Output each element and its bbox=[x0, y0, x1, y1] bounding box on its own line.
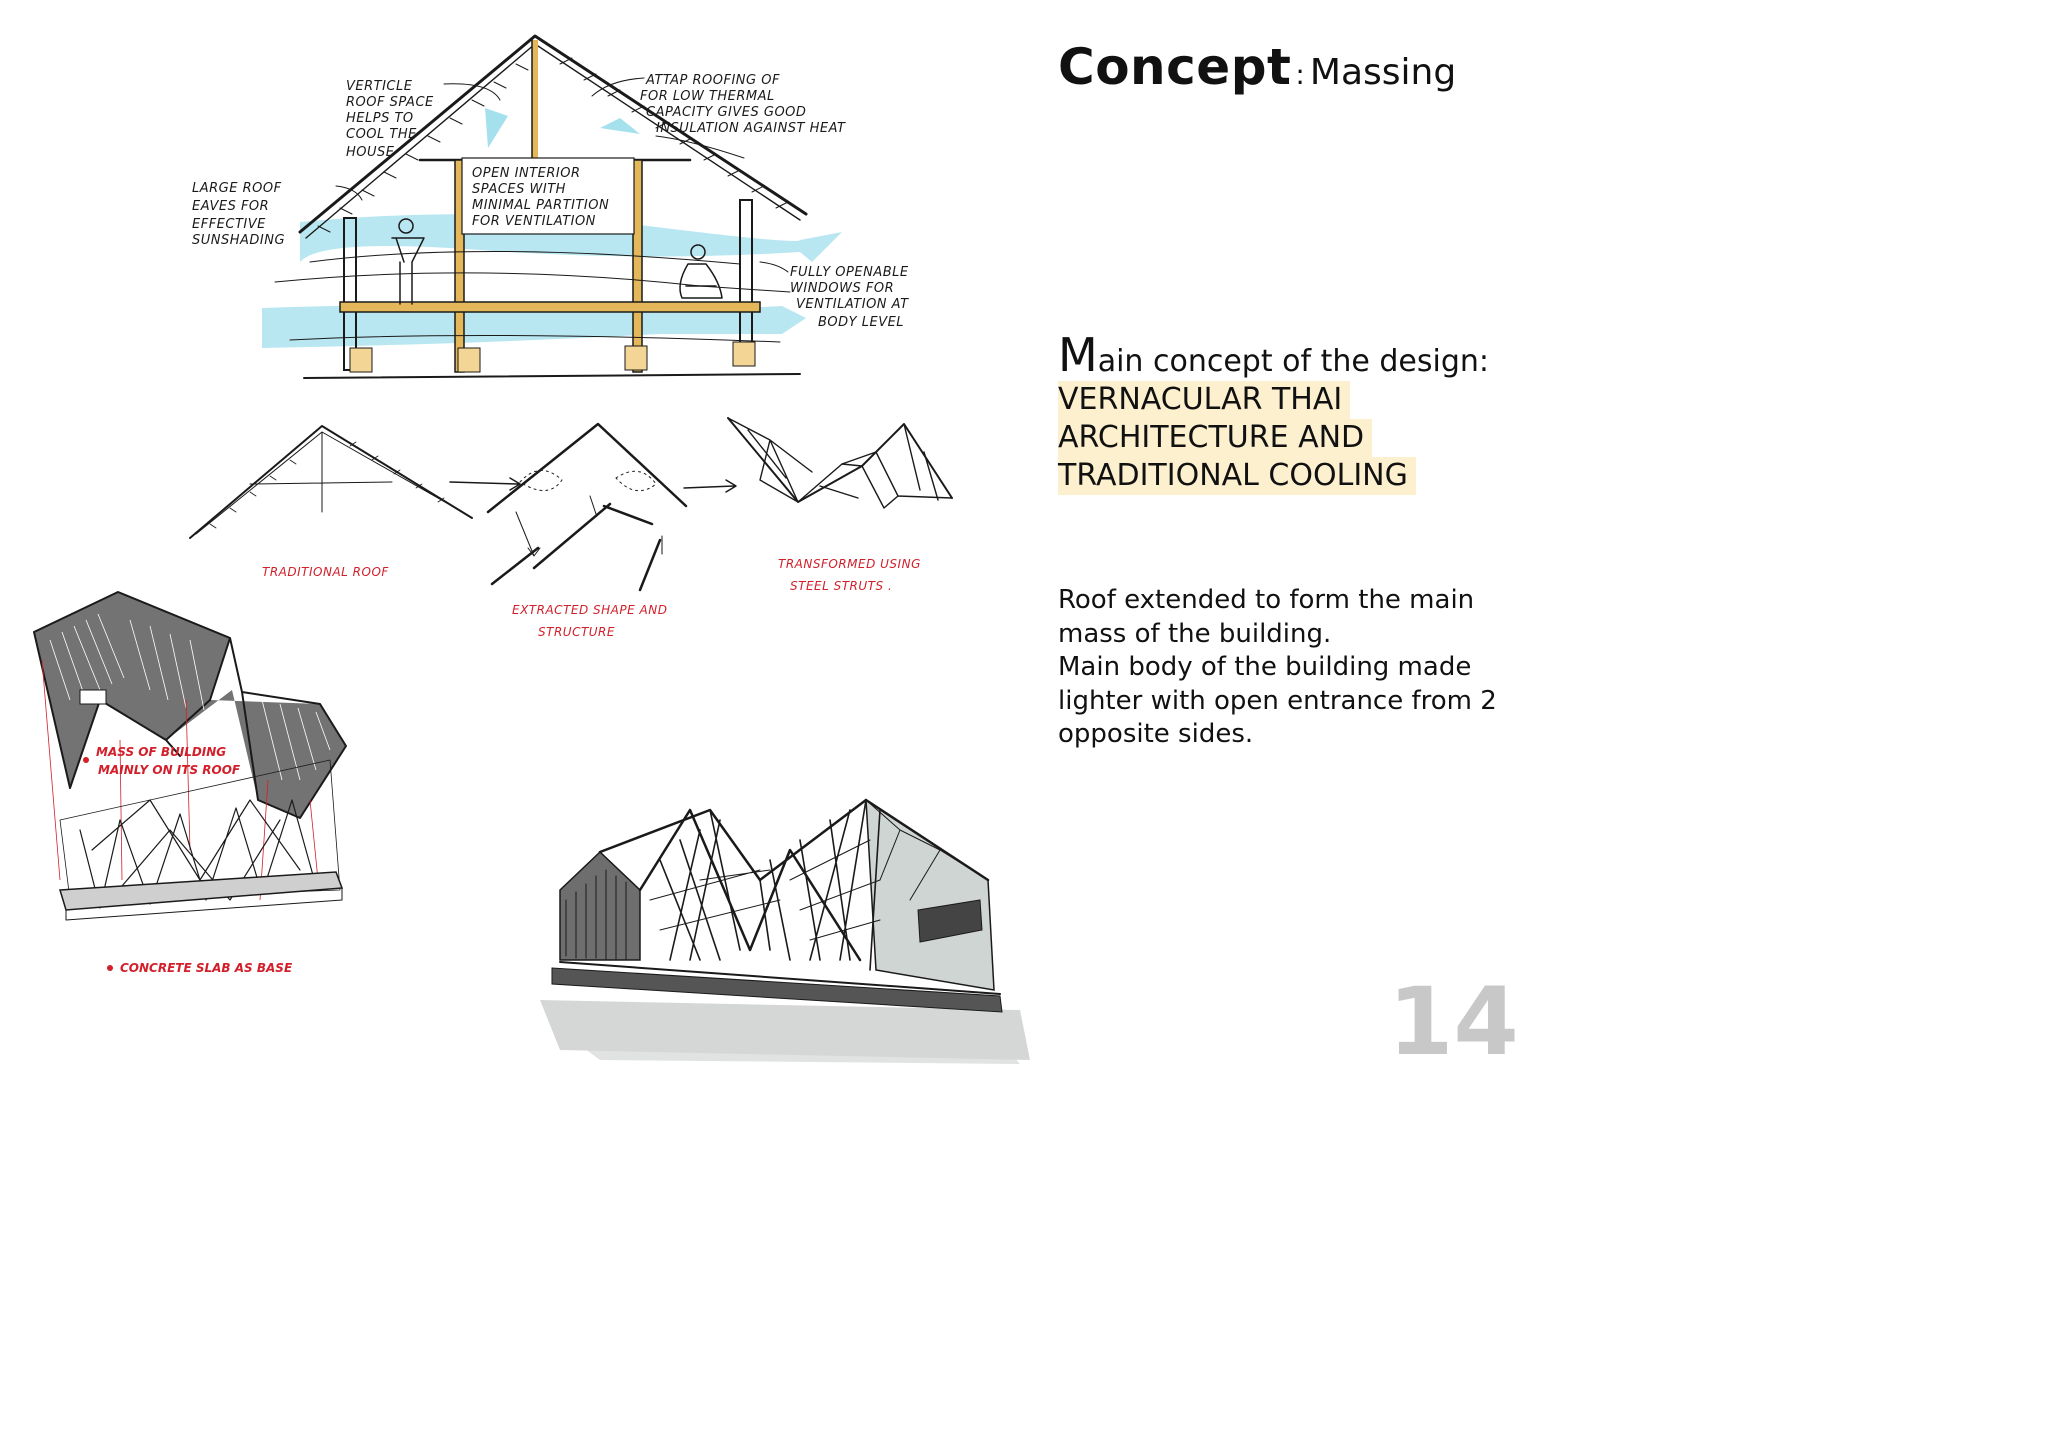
page-title: Concept: Massing bbox=[1058, 38, 1456, 96]
vertical-roof-note-line-2: ROOF SPACE bbox=[346, 95, 434, 110]
concept-lead-capital: M bbox=[1058, 328, 1098, 382]
perspective-render-sketch bbox=[540, 798, 1030, 1064]
title-main: Concept bbox=[1058, 38, 1292, 96]
eaves-note-line-1: LARGE ROOF bbox=[192, 181, 282, 196]
lower-airflow-arrow bbox=[262, 304, 806, 348]
extracted-shape-label-line-1: EXTRACTED SHAPE AND bbox=[512, 603, 667, 617]
page-number: 14 bbox=[1388, 968, 1519, 1077]
eaves-note-line-2: EAVES FOR bbox=[192, 199, 269, 214]
concept-lead: Main concept of the design: bbox=[1058, 332, 1538, 381]
exploded-axonometric-sketch: MASS OF BUILDING MAINLY ON ITS ROOF CONC… bbox=[33, 591, 347, 975]
concept-highlight-line-3: TRADITIONAL COOLING bbox=[1058, 457, 1416, 495]
attap-note-line-2: FOR LOW THERMAL bbox=[640, 89, 775, 104]
transformed-label-line-2: STEEL STRUTS . bbox=[790, 579, 892, 593]
vertical-roof-note-line-1: VERTICLE bbox=[346, 79, 413, 94]
title-subtitle: Massing bbox=[1309, 52, 1457, 93]
vertical-roof-note-line-5: HOUSE bbox=[346, 145, 395, 160]
attap-note-line-4: INSULATION AGAINST HEAT bbox=[656, 121, 846, 136]
concept-highlight-line-2: ARCHITECTURE AND bbox=[1058, 419, 1373, 457]
vertical-roof-note-line-3: HELPS TO bbox=[346, 111, 414, 126]
base-note: CONCRETE SLAB AS BASE bbox=[120, 961, 293, 975]
concept-lead-text: ain concept of the design: bbox=[1097, 344, 1489, 379]
interior-note-line-2: SPACES WITH bbox=[472, 182, 566, 197]
title-separator: : bbox=[1295, 58, 1305, 91]
windows-note-line-4: BODY LEVEL bbox=[818, 315, 904, 330]
windows-note-line-3: VENTILATION AT bbox=[796, 297, 909, 312]
description-block: Roof extended to form the main mass of t… bbox=[1058, 584, 1538, 752]
windows-note-line-1: FULLY OPENABLE bbox=[790, 265, 909, 280]
windows-note-line-2: WINDOWS FOR bbox=[790, 281, 894, 296]
mass-note-line-2: MAINLY ON ITS ROOF bbox=[98, 763, 241, 777]
concept-highlight-line-1: VERNACULAR THAI bbox=[1058, 381, 1351, 419]
eaves-note-line-4: SUNSHADING bbox=[192, 233, 285, 248]
eaves-note-line-3: EFFECTIVE bbox=[192, 217, 266, 232]
house-section-sketch: OPEN INTERIOR SPACES WITH MINIMAL PARTIT… bbox=[192, 34, 909, 379]
roof-transformation-diagram: TRADITIONAL ROOF EXTRACTED SHAPE AND STR… bbox=[189, 417, 953, 639]
sketch-artwork: OPEN INTERIOR SPACES WITH MINIMAL PARTIT… bbox=[33, 34, 1030, 1064]
traditional-roof-label: TRADITIONAL ROOF bbox=[262, 565, 389, 579]
attap-note-line-3: CAPACITY GIVES GOOD bbox=[646, 105, 806, 120]
interior-note-line-1: OPEN INTERIOR bbox=[472, 166, 581, 181]
standing-figure bbox=[391, 218, 425, 305]
interior-note-line-3: MINIMAL PARTITION bbox=[472, 198, 609, 213]
mass-note-line-1: MASS OF BUILDING bbox=[96, 745, 226, 759]
interior-note-line-4: FOR VENTILATION bbox=[472, 214, 596, 229]
upper-airflow-arrow bbox=[300, 214, 842, 262]
transformed-label-line-1: TRANSFORMED USING bbox=[778, 557, 921, 571]
extracted-shape-label-line-2: STRUCTURE bbox=[538, 625, 615, 639]
description-paragraph-2: Main body of the building made lighter w… bbox=[1058, 652, 1497, 749]
description-paragraph-1: Roof extended to form the main mass of t… bbox=[1058, 585, 1475, 649]
sitting-figure bbox=[679, 244, 723, 299]
attap-note-line-1: ATTAP ROOFING OF bbox=[645, 73, 780, 88]
vertical-roof-note-line-4: COOL THE bbox=[346, 127, 417, 142]
main-concept-block: Main concept of the design: VERNACULAR T… bbox=[1058, 332, 1538, 495]
